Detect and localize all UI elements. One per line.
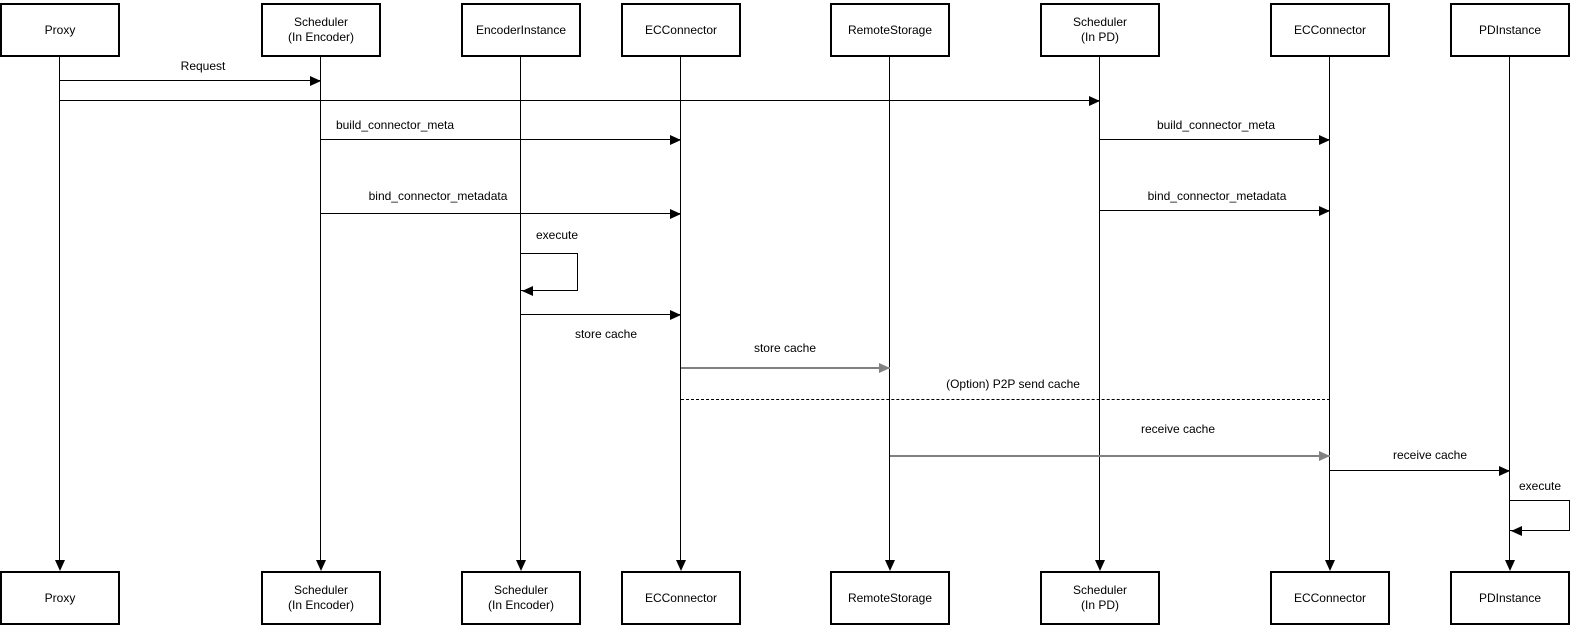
lifeline-end-arrow-encoder-instance [516,560,526,571]
participant-top-ec-connector-enc: ECConnector [621,3,741,57]
message-line-receive-cache-pd [1330,470,1510,471]
message-label-build-connector-meta-left: build_connector_meta [335,118,455,132]
self-loop-top-execute-encoder [521,253,578,254]
lifeline-end-arrow-ec-connector-pd [1325,560,1335,571]
message-label-bind-connector-metadata-left: bind_connector_metadata [368,189,508,203]
lifeline-scheduler-encoder [320,57,321,560]
message-line-build-connector-meta-left [321,139,681,140]
message-label-request: Request [180,59,226,73]
participant-top-pd-instance: PDInstance [1450,3,1570,57]
participant-bottom-scheduler-encoder: Scheduler (In Encoder) [261,571,381,625]
arrowhead-build-connector-meta-left [670,135,681,145]
participant-bottom-ec-connector-pd: ECConnector [1270,571,1390,625]
message-line-proxy-to-scheduler-pd [60,100,1100,101]
message-line-bind-connector-metadata-right [1100,210,1330,211]
message-label-store-cache-remote: store cache [753,341,817,355]
self-loop-top-execute-pd [1510,500,1570,501]
message-line-request [60,80,321,81]
participant-top-scheduler-encoder: Scheduler (In Encoder) [261,3,381,57]
lifeline-end-arrow-proxy [55,560,65,571]
participant-top-encoder-instance: EncoderInstance [461,3,581,57]
arrowhead-receive-cache-remote [1319,451,1330,461]
message-line-receive-cache-remote [890,455,1330,457]
arrowhead-store-cache-remote [879,363,890,373]
arrowhead-bind-connector-metadata-right [1319,206,1330,216]
lifeline-scheduler-pd [1099,57,1100,560]
arrowhead-bind-connector-metadata-left [670,209,681,219]
participant-top-remote-storage: RemoteStorage [830,3,950,57]
lifeline-ec-connector-pd [1329,57,1330,560]
participant-bottom-encoder-instance: Scheduler (In Encoder) [461,571,581,625]
participant-top-ec-connector-pd: ECConnector [1270,3,1390,57]
message-line-build-connector-meta-right [1100,139,1330,140]
lifeline-remote-storage [889,57,890,560]
self-loop-bottom-execute-pd [1510,530,1570,531]
self-loop-bottom-execute-encoder [521,290,578,291]
participant-top-scheduler-pd: Scheduler (In PD) [1040,3,1160,57]
participant-bottom-pd-instance: PDInstance [1450,571,1570,625]
message-line-store-cache-remote [681,367,890,369]
message-line-store-cache-encoder [521,314,681,315]
lifeline-end-arrow-remote-storage [885,560,895,571]
arrowhead-execute-encoder [522,286,533,296]
self-loop-side-execute-pd [1569,500,1570,530]
participant-top-proxy: Proxy [0,3,120,57]
message-line-p2p-send-cache [681,399,1330,400]
lifeline-proxy [59,57,60,560]
participant-bottom-scheduler-pd: Scheduler (In PD) [1040,571,1160,625]
message-line-bind-connector-metadata-left [321,213,681,214]
message-label-execute-pd: execute [1518,479,1562,493]
lifeline-end-arrow-scheduler-encoder [316,560,326,571]
message-label-build-connector-meta-right: build_connector_meta [1156,118,1276,132]
participant-bottom-proxy: Proxy [0,571,120,625]
arrowhead-request [310,76,321,86]
arrowhead-proxy-to-scheduler-pd [1089,96,1100,106]
arrowhead-build-connector-meta-right [1319,135,1330,145]
arrowhead-store-cache-encoder [670,310,681,320]
lifeline-end-arrow-scheduler-pd [1095,560,1105,571]
lifeline-encoder-instance [520,57,521,560]
lifeline-end-arrow-ec-connector-enc [676,560,686,571]
message-label-store-cache-encoder: store cache [574,327,638,341]
message-label-receive-cache-pd: receive cache [1392,448,1468,462]
arrowhead-execute-pd [1511,526,1522,536]
message-label-p2p-send-cache: (Option) P2P send cache [946,377,1080,391]
arrowhead-receive-cache-pd [1499,466,1510,476]
message-label-execute-encoder: execute [535,228,579,242]
participant-bottom-remote-storage: RemoteStorage [830,571,950,625]
message-label-bind-connector-metadata-right: bind_connector_metadata [1147,189,1287,203]
lifeline-end-arrow-pd-instance [1505,560,1515,571]
participant-bottom-ec-connector-enc: ECConnector [621,571,741,625]
message-label-receive-cache-remote: receive cache [1140,422,1216,436]
lifeline-pd-instance [1509,57,1510,560]
self-loop-side-execute-encoder [577,253,578,290]
lifeline-ec-connector-enc [680,57,681,560]
